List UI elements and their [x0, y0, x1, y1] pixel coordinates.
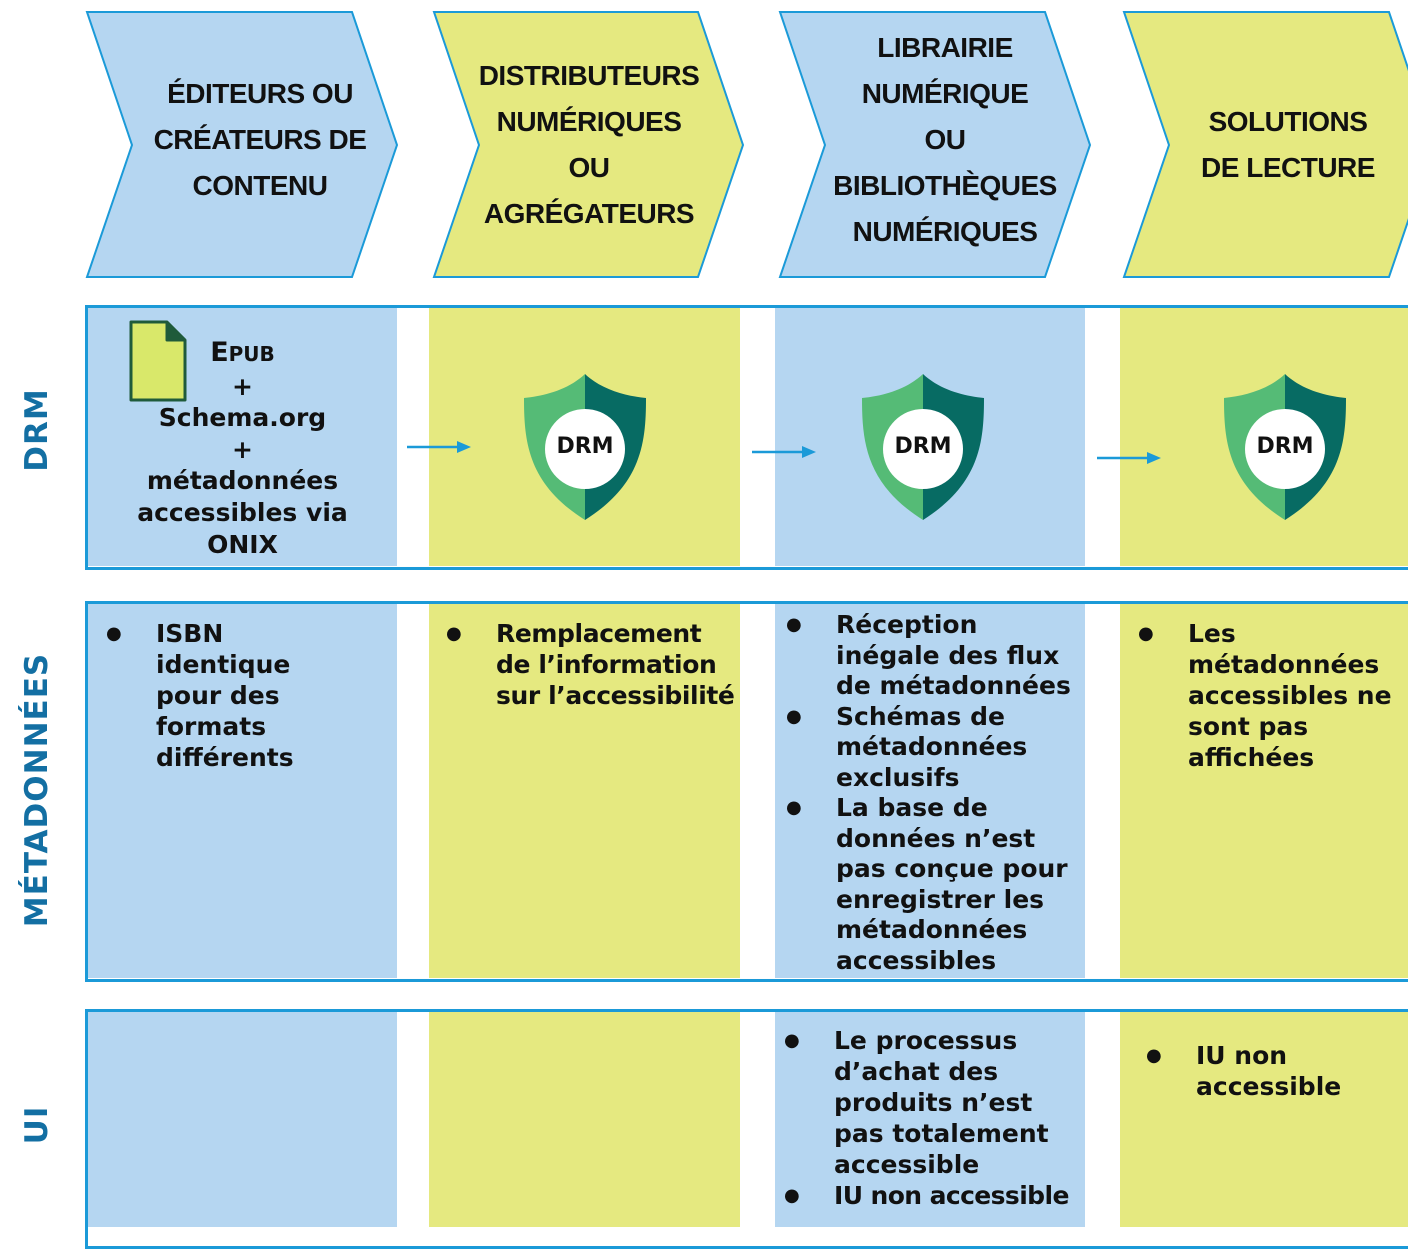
list-item: IU non accessible — [1146, 1040, 1366, 1102]
epub-label: EPUB — [210, 337, 275, 368]
drm-shield-label: DRM — [894, 434, 952, 459]
stage-1-title: ÉDITEURS OU CRÉATEURS DE CONTENU — [153, 78, 367, 201]
metadata-line-2: accessibles via — [137, 497, 348, 527]
drm-shield-icon: DRM — [858, 372, 988, 522]
epub-stack: EPUB + Schema.org + métadonnées accessib… — [110, 337, 375, 560]
row-label-drm: DRM — [19, 388, 55, 472]
onix-label: ONIX — [207, 529, 278, 559]
metadata-line-1: métadonnées — [146, 466, 339, 496]
drm-shield-label: DRM — [1256, 434, 1314, 459]
drm-shield-icon: DRM — [520, 372, 650, 522]
plus-sign-2: + — [232, 434, 253, 464]
metadata-list-1: ISBN identique pour des formats différen… — [106, 618, 346, 773]
stage-4-title: SOLUTIONS DE LECTURE — [1201, 106, 1375, 183]
arrow-right-icon — [407, 441, 471, 453]
list-item: Les métadonnées accessibles ne sont pas … — [1138, 618, 1408, 773]
ui-list-4: IU non accessible — [1146, 1040, 1366, 1102]
list-item: Le processus d’achat des produits n’est … — [784, 1025, 1084, 1180]
arrow-right-icon — [752, 446, 816, 458]
row-label-ui: UI — [19, 1105, 55, 1145]
stage-chevrons — [85, 11, 1408, 278]
chevron-stage-3 — [778, 11, 1092, 278]
plus-sign-1: + — [232, 371, 253, 401]
chevron-stage-4 — [1122, 11, 1408, 278]
metadata-list-2: Remplacement de l’information sur l’acce… — [446, 618, 736, 711]
stage-2-title: DISTRIBUTEURS NUMÉRIQUES OU AGRÉGATEURS — [478, 60, 700, 229]
ui-list-3: Le processus d’achat des produits n’est … — [784, 1025, 1084, 1211]
list-item: Remplacement de l’information sur l’acce… — [446, 618, 736, 711]
ui-cell-1 — [88, 1012, 397, 1227]
metadata-list-4: Les métadonnées accessibles ne sont pas … — [1138, 618, 1408, 773]
list-item: Schémas de métadonnées exclusifs — [786, 702, 1086, 794]
row-label-metadata: MÉTADONNÉES — [19, 652, 55, 928]
list-item: Réception inégale des flux de métadonnée… — [786, 610, 1086, 702]
list-item: IU non accessible — [784, 1180, 1084, 1211]
file-icon — [129, 320, 187, 402]
metadata-list-3: Réception inégale des flux de métadonnée… — [786, 610, 1086, 976]
list-item: La base de données n’est pas conçue pour… — [786, 793, 1086, 976]
drm-shield-icon: DRM — [1220, 372, 1350, 522]
stage-3-title: LIBRAIRIE NUMÉRIQUE OU BIBLIOTHÈQUES NUM… — [833, 32, 1057, 247]
drm-shield-label: DRM — [556, 434, 614, 459]
schema-label: Schema.org — [158, 403, 327, 433]
ui-cell-2 — [429, 1012, 740, 1227]
list-item: ISBN identique pour des formats différen… — [106, 618, 346, 773]
chevron-stage-1 — [85, 11, 399, 278]
chevron-stage-2 — [432, 11, 745, 278]
arrow-right-icon — [1097, 452, 1161, 464]
